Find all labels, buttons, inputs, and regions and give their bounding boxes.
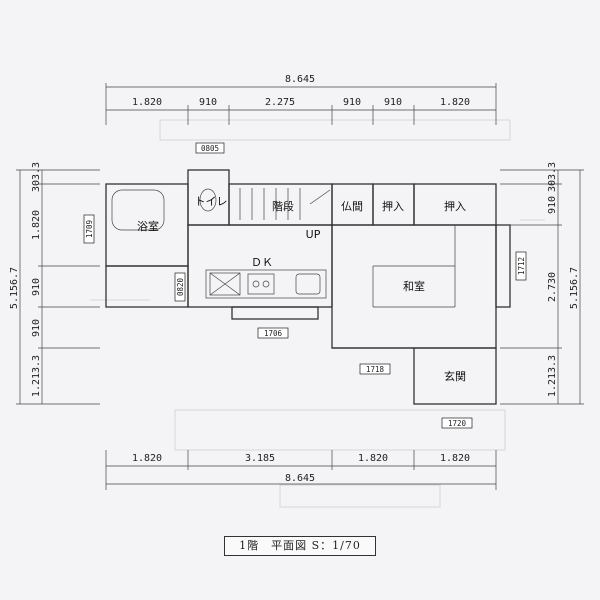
top-seg-2: 910 [199, 97, 217, 108]
ghost-lines [90, 119, 545, 508]
sink-box [209, 272, 241, 296]
tag-1720: 1720 [448, 419, 467, 428]
stairs-up: UP [306, 228, 321, 241]
room-toilet: トイレ [195, 195, 228, 208]
bottom-total-dim: 8.645 [285, 473, 315, 484]
stair-steps [239, 188, 331, 220]
opening-tags: 0805 1709 0820 1706 1712 1718 1720 [83, 142, 527, 429]
room-labels: 浴室 トイレ 階段 UP 仏間 押入 押入 ＤＫ 和室 玄関 [137, 195, 466, 383]
bottom-dimensions: 1.820 3.185 1.820 1.820 8.645 [105, 450, 497, 490]
left-seg-1: 303.3 [31, 162, 42, 192]
toilet-fixture [199, 188, 217, 212]
bathtub-shape [111, 189, 165, 231]
room-stairs: 階段 [272, 199, 294, 213]
right-dimensions: 303.3 910 2.730 1.213.3 5.156.7 [500, 162, 584, 405]
room-closet-1: 押入 [382, 199, 404, 213]
room-genkan: 玄関 [444, 369, 466, 383]
top-seg-6: 1.820 [440, 97, 470, 108]
left-seg-5: 1.213.3 [31, 355, 42, 397]
top-seg-5: 910 [384, 97, 402, 108]
tag-0805: 0805 [201, 144, 219, 153]
left-seg-4: 910 [31, 319, 42, 337]
bottom-seg-2: 3.185 [245, 453, 275, 464]
bottom-seg-3: 1.820 [358, 453, 388, 464]
top-seg-4: 910 [343, 97, 361, 108]
room-bath: 浴室 [137, 219, 159, 233]
top-seg-3: 2.275 [265, 97, 295, 108]
bottom-seg-4: 1.820 [440, 453, 470, 464]
stove-box [247, 273, 275, 295]
tag-0820: 0820 [176, 277, 185, 296]
plan-title: 1階 平面図 S：1/70 [224, 536, 376, 556]
bottom-seg-1: 1.820 [132, 453, 162, 464]
tag-1706: 1706 [264, 329, 283, 338]
right-total-dim: 5.156.7 [569, 267, 580, 309]
right-seg-4: 1.213.3 [547, 355, 558, 397]
tag-1712: 1712 [517, 257, 526, 275]
right-seg-1: 303.3 [547, 162, 558, 192]
walls [105, 169, 511, 405]
top-seg-1: 1.820 [132, 97, 162, 108]
left-seg-2: 1.820 [31, 210, 42, 240]
top-dimensions: 8.645 1.820 910 2.275 910 910 1.820 [105, 74, 497, 125]
right-seg-3: 2.730 [547, 272, 558, 302]
top-total-dim: 8.645 [285, 74, 315, 85]
left-total-dim: 5.156.7 [9, 267, 20, 309]
tag-1709: 1709 [85, 220, 94, 238]
room-butsuma: 仏間 [341, 200, 363, 213]
kitchen-sink [295, 273, 321, 295]
left-seg-3: 910 [31, 278, 42, 296]
room-dk: ＤＫ [251, 256, 273, 269]
tag-1718: 1718 [366, 365, 385, 374]
right-seg-2: 910 [547, 196, 558, 214]
room-closet-2: 押入 [444, 199, 466, 213]
left-dimensions: 5.156.7 303.3 1.820 910 910 1.213.3 [9, 162, 100, 405]
room-washitsu: 和室 [403, 279, 425, 293]
